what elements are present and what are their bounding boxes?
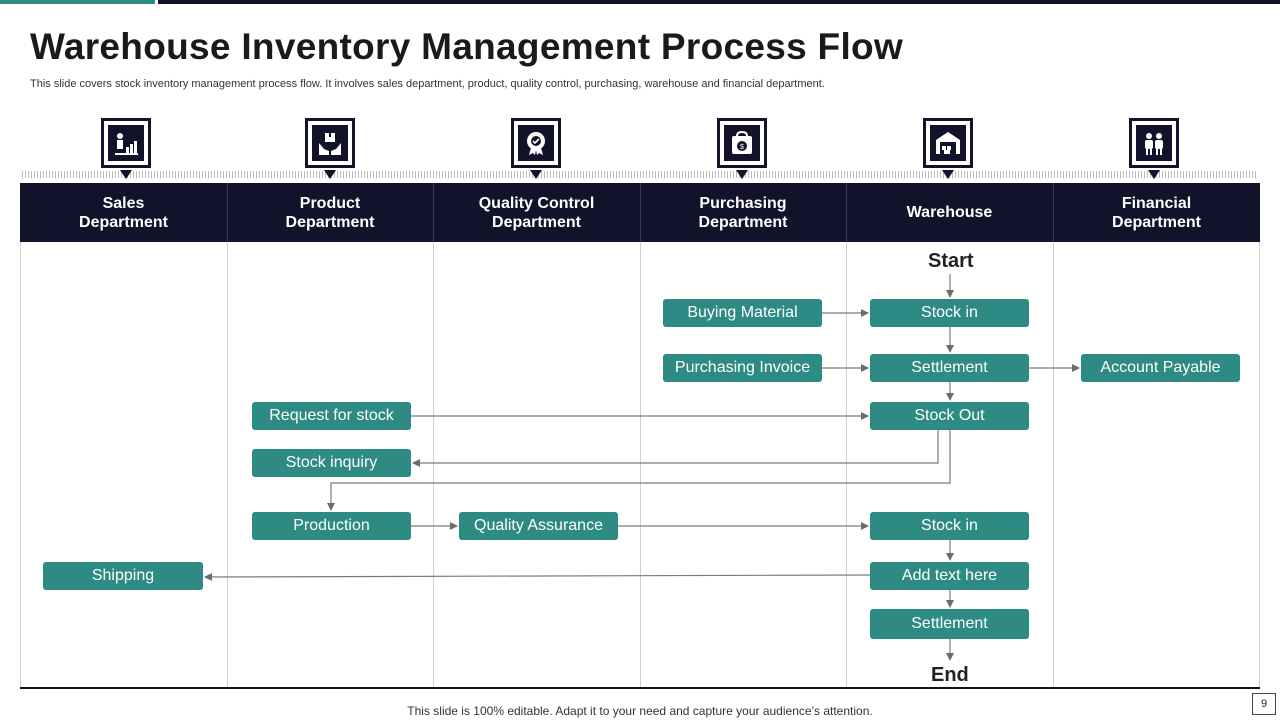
process-account-payable: Account Payable xyxy=(1081,354,1240,382)
page-subtitle: This slide covers stock inventory manage… xyxy=(30,78,825,90)
process-buying-material: Buying Material xyxy=(663,299,822,327)
finance-people-icon xyxy=(1129,118,1179,168)
lane-header-purchasing: Purchasing Department xyxy=(698,194,788,231)
arrow-addtext-to-shipping xyxy=(204,572,871,581)
financial-pointer xyxy=(1148,170,1160,179)
purchase-bag-icon: $ xyxy=(717,118,767,168)
sales-pointer xyxy=(120,170,132,179)
lane-header-product: Product Department xyxy=(285,194,375,231)
svg-text:$: $ xyxy=(740,144,744,151)
flow-start-label: Start xyxy=(928,250,974,272)
warehouse-icon xyxy=(923,118,973,168)
lane-border-left xyxy=(20,242,21,688)
process-add-text: Add text here xyxy=(870,562,1029,590)
quality-badge-icon xyxy=(511,118,561,168)
process-stock-in: Stock in xyxy=(870,299,1029,327)
lane-header-warehouse: Warehouse xyxy=(906,204,993,221)
arrow-stockout-to-production xyxy=(327,430,951,511)
process-stock-out: Stock Out xyxy=(870,402,1029,430)
lane-separator xyxy=(433,183,434,688)
process-stock-in-2: Stock in xyxy=(870,512,1029,540)
process-purchasing-invoice: Purchasing Invoice xyxy=(663,354,822,382)
lane-separator xyxy=(1053,183,1054,688)
product-pointer xyxy=(324,170,336,179)
header-separator xyxy=(640,183,641,242)
lane-bottom-border xyxy=(20,687,1260,689)
arrow-stockout-to-inquiry xyxy=(412,430,939,467)
lane-separator xyxy=(640,183,641,688)
process-request-for-stock: Request for stock xyxy=(252,402,411,430)
page-number: 9 xyxy=(1252,693,1276,715)
header-separator xyxy=(1053,183,1054,242)
quality-pointer xyxy=(530,170,542,179)
product-box-hands-icon xyxy=(305,118,355,168)
footer-note: This slide is 100% editable. Adapt it to… xyxy=(407,704,873,718)
lane-separator xyxy=(227,183,228,688)
sales-growth-icon xyxy=(101,118,151,168)
header-separator xyxy=(846,183,847,242)
lane-header-financial: Financial Department xyxy=(1112,194,1201,231)
process-quality-assurance: Quality Assurance xyxy=(459,512,618,540)
header-separator xyxy=(227,183,228,242)
lane-border-right xyxy=(1259,242,1260,688)
flow-end-label: End xyxy=(931,664,969,686)
header-separator xyxy=(433,183,434,242)
process-shipping: Shipping xyxy=(43,562,203,590)
top-dark-bar xyxy=(158,0,1280,4)
process-stock-inquiry: Stock inquiry xyxy=(252,449,411,477)
process-production: Production xyxy=(252,512,411,540)
dotted-divider xyxy=(22,171,1258,178)
warehouse-pointer xyxy=(942,170,954,179)
purchasing-pointer xyxy=(736,170,748,179)
process-settlement-2: Settlement xyxy=(870,609,1029,639)
top-accent-bar xyxy=(0,0,155,4)
lane-separator xyxy=(846,183,847,688)
page-title: Warehouse Inventory Management Process F… xyxy=(30,26,904,67)
lane-header-sales: Sales Department xyxy=(79,194,168,231)
lane-header-quality: Quality Control Department xyxy=(478,194,595,231)
process-settlement: Settlement xyxy=(870,354,1029,382)
